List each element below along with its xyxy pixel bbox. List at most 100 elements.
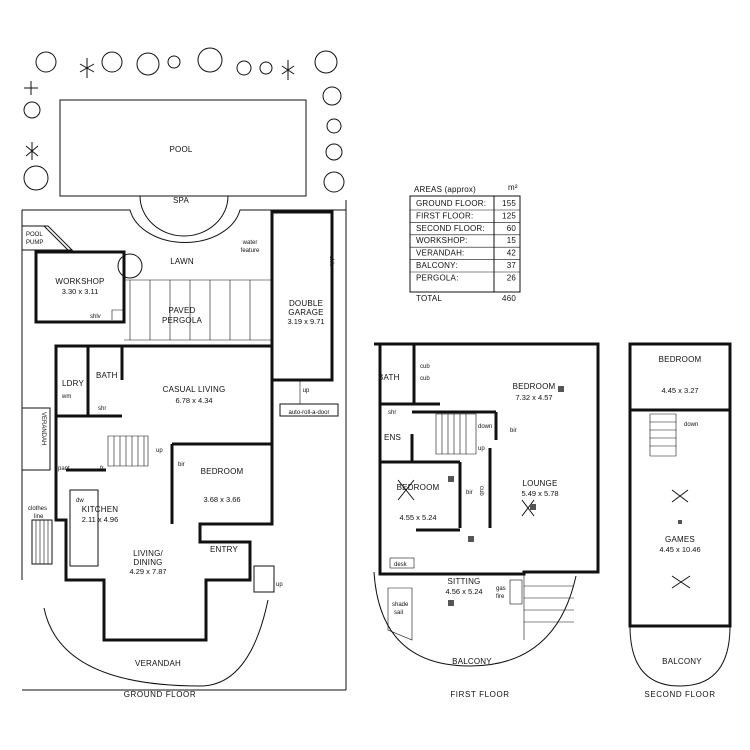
label-ff-bath: BATH [378,373,400,382]
label-sf-games-dim: 4.45 x 10.46 [659,545,700,554]
house-walls [54,344,274,642]
label-pant: pant [58,466,70,472]
label-ff-lounge-dim: 5.49 x 5.78 [521,489,558,498]
label-water-1: water [242,240,258,246]
side-verandah [22,407,51,471]
balcony-stair [523,572,574,640]
label-kitchen: KITCHEN [82,505,119,514]
second-floor-plan [628,342,732,687]
label-entry-up: up [276,582,283,588]
areas-row-label: SECOND FLOOR: [416,224,485,233]
areas-row-value: 155 [502,199,516,208]
roll-door-strip [279,403,339,417]
areas-row-label: PERGOLA: [416,273,459,282]
gas-fire [509,579,523,605]
label-verandah: VERANDAH [135,659,181,668]
areas-total-label: TOTAL [416,294,442,303]
label-ff-bed1: BEDROOM [513,382,556,391]
title-ground-floor: GROUND FLOOR [124,690,197,699]
areas-row-label: FIRST FLOOR: [416,211,473,220]
label-ff-cub1: cub [420,364,430,370]
label-sf-balcony: BALCONY [662,657,702,666]
clothes-line-frame [31,519,53,565]
pool-pump-box [21,225,74,251]
first-balcony [373,571,577,667]
label-bedroom-dim: 3.68 x 3.66 [203,495,240,504]
label-garage-1: DOUBLE [289,299,323,308]
label-entry: ENTRY [210,545,238,554]
second-labels: BEDROOM 4.45 x 3.27 down GAMES 4.45 x 10… [644,355,715,699]
label-garage-shlv: shlv [328,256,334,267]
first-interior-walls [380,344,498,532]
label-bedroom: BEDROOM [201,467,244,476]
areas-row-value: 15 [507,236,517,245]
desk [389,557,415,569]
label-bath: BATH [96,371,118,380]
label-sf-down: down [684,422,698,428]
label-ff-shade-1: shade [392,602,409,608]
label-roll-door: auto-roll-a-door [288,410,329,416]
label-shr: shr [98,406,106,412]
label-ff-lounge: LOUNGE [523,479,558,488]
label-wm: wm [61,394,71,400]
areas-unit: m² [508,183,518,192]
areas-row-value: 37 [507,261,517,270]
label-living-dim: 4.29 x 7.87 [129,567,166,576]
ground-stair [107,435,149,467]
label-ldry: LDRY [62,379,84,388]
label-spa: SPA [173,196,189,205]
label-dining: DINING [133,558,162,567]
label-pool-pump-1: POOL [26,232,43,238]
pool-deck-edge [22,209,346,243]
second-stair [649,413,677,457]
entry-steps [253,565,275,593]
pergola-beams [124,279,272,341]
label-ff-up: up [478,446,485,452]
label-lawn: LAWN [170,257,194,266]
label-stair-up: up [156,448,163,454]
garage-walls [270,210,334,382]
label-ff-bed1-dim: 7.32 x 4.57 [515,393,552,402]
workshop-shelf [111,309,124,320]
label-ff-bed2: BEDROOM [397,483,440,492]
areas-table: AREAS (approx) m² GROUND FLOOR:155FIRST … [409,183,521,303]
ceiling-fans [397,479,535,517]
second-balcony [629,625,731,687]
label-clothes-2: line [34,514,44,520]
first-floor-plan [373,342,600,667]
label-kitchen-dim: 2.11 x 4.96 [82,515,119,524]
label-ff-cub3: cub [478,486,484,496]
label-paved: PAVED [169,306,196,315]
first-labels: BATH cub cub shr ENS BEDROOM 7.32 x 4.57… [378,364,559,699]
interior-walls [56,346,272,524]
title-first-floor: FIRST FLOOR [450,690,509,699]
label-sf-bed: BEDROOM [659,355,702,364]
areas-total-value: 460 [502,294,516,303]
label-ff-desk: desk [394,562,408,568]
label-clothes-1: clothes [28,506,47,512]
areas-title: AREAS (approx) [414,185,476,194]
label-casual: CASUAL LIVING [163,385,226,394]
label-workshop: WORKSHOP [55,277,104,286]
label-ff-down: down [478,424,492,430]
label-garage-2: GARAGE [288,308,323,317]
title-second-floor: SECOND FLOOR [644,690,715,699]
label-garage-dim: 3.19 x 9.71 [287,317,324,326]
areas-row-value: 125 [502,211,516,220]
second-fans [671,489,691,589]
areas-row-value: 26 [507,273,517,282]
first-outer-walls [374,342,600,576]
label-ff-gas-1: gas [496,586,506,592]
label-ff-bir2: bir [466,490,473,496]
kitchen-bench [69,489,99,567]
trees [23,47,345,279]
areas-row-label: VERANDAH: [416,249,464,258]
label-ff-cub2: cub [420,376,430,382]
label-ff-shr: shr [388,410,396,416]
label-shlv: shlv [90,314,101,320]
label-bir: bir [178,462,185,468]
label-ff-bir1: bir [510,428,517,434]
first-stair [435,413,477,455]
site-boundary [21,200,347,691]
